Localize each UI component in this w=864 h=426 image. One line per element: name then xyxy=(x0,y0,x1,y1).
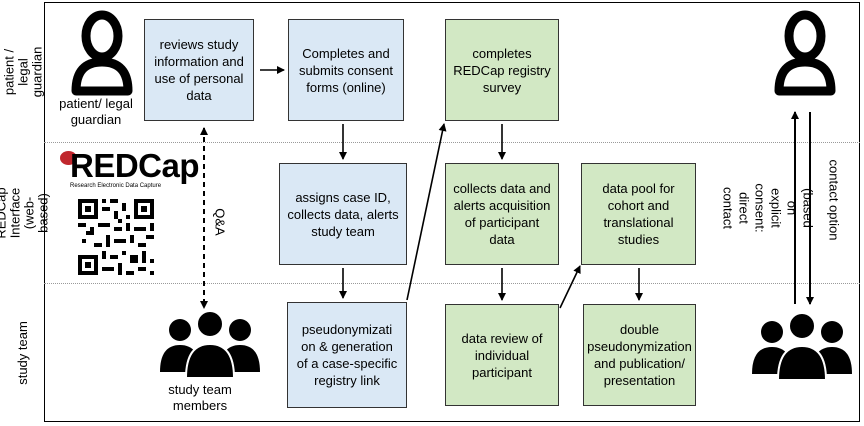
contact-person-icon xyxy=(774,10,836,96)
study-team-icon-label: study team members xyxy=(168,382,232,413)
box-data-review: data review of individual participant xyxy=(445,304,559,406)
study-team-group-icon xyxy=(160,310,260,379)
redcap-logo: REDCap Research Electronic Data Capture xyxy=(58,147,200,194)
lane-divider xyxy=(44,142,860,143)
box-collects-data: collects data and alerts acquisition of … xyxy=(445,163,559,265)
lane-divider xyxy=(44,283,860,284)
redcap-logo-tagline: Research Electronic Data Capture xyxy=(70,183,162,189)
box-double-pseudonymization: double pseudonymization and publication/… xyxy=(583,304,696,406)
box-assigns-case-id: assigns case ID, collects data, alerts s… xyxy=(279,163,407,265)
box-completes-consent-forms: Completes and submits consent forms (onl… xyxy=(288,19,404,121)
box-data-pool: data pool for cohort and translational s… xyxy=(581,163,696,265)
diagram-frame xyxy=(44,2,860,422)
contact-group-icon xyxy=(752,312,852,381)
box-reviews-study-information: reviews study information and use of per… xyxy=(144,19,254,121)
arrow-pseudonymization-to-survey xyxy=(406,123,447,301)
box-pseudonymization-link: pseudonymizati on & generation of a case… xyxy=(287,302,407,408)
patient-person-icon xyxy=(71,10,133,96)
patient-icon-label: patient/ legal guardian xyxy=(59,96,133,127)
qr-code-icon xyxy=(78,199,154,275)
arrow-review-to-pool xyxy=(559,265,581,309)
redcap-logo-mark xyxy=(60,151,77,165)
redcap-logo-wordmark: REDCap xyxy=(70,147,200,184)
box-completes-registry-survey: completes REDCap registry survey xyxy=(445,19,559,121)
